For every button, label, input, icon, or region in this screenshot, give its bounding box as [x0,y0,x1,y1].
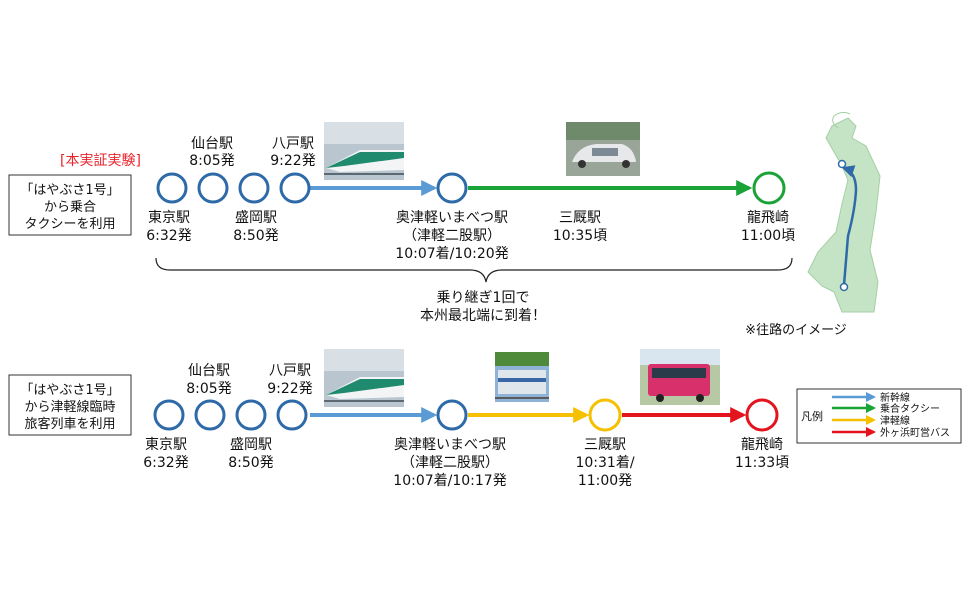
route2-tokyo-time: 6:32発 [143,455,188,471]
route1-box-line1: 「はやぶさ1号」 [20,183,119,198]
route1-box-line3: タクシーを利用 [24,217,115,232]
route1-station-tokyo [156,172,188,204]
map-route-line [841,165,858,286]
shinkansen-photo-1 [324,122,404,180]
route1-station-okutsugaru [436,172,468,204]
route2-morioka-time: 8:50発 [228,455,273,471]
route1-station-tappi [752,171,786,205]
route1-hachinohe-time: 9:22発 [270,153,315,169]
route2-hachinohe-time: 9:22発 [267,381,312,397]
route2-minmaya-time1: 10:31着/ [575,455,634,471]
route2-okutsugaru-name: 奥津軽いまべつ駅 [394,436,506,453]
route2-box [8,374,132,436]
route1-station-sendai [197,172,229,204]
route1-hachinohe-name: 八戸駅 [272,136,314,152]
route2-sendai-time: 8:05発 [186,381,231,397]
legend-title: 凡例 [801,409,823,423]
shinkansen-photo-2 [324,349,404,407]
route1-okutsugaru-time: 10:07着/10:20発 [395,246,508,262]
legend-box [796,388,962,444]
route1-morioka-name: 盛岡駅 [235,210,277,226]
route1-minmaya-name: 三厩駅 [559,210,601,226]
brace [155,257,793,283]
route1-okutsugaru-name: 奥津軽いまべつ駅 [396,209,508,226]
route2-hachinohe-name: 八戸駅 [269,363,311,379]
route2-station-tappi [745,398,779,432]
route2-station-tokyo [153,399,185,431]
map-image [800,111,896,316]
map-end-point [837,159,847,169]
route2-station-okutsugaru [436,399,468,431]
note-line2: 本州最北端に到着！ [420,308,546,324]
route2-station-sendai [194,399,226,431]
legend-item-taxi: 乗合タクシー [880,402,940,415]
title-tag: [本実証実験] [60,153,141,169]
route2-minmaya-time2: 11:00発 [578,473,632,489]
route1-station-morioka [238,172,270,204]
legend-item-shinkansen: 新幹線 [880,391,910,404]
note-line1: 乗り継ぎ1回で [437,290,530,306]
route2-tappi-name: 龍飛崎 [741,436,783,453]
route1-tokyo-name: 東京駅 [148,210,190,226]
route2-station-hachinohe [276,399,308,431]
route1-sendai-time: 8:05発 [189,153,234,169]
route2-minmaya-name: 三厩駅 [584,437,626,453]
route2-tappi-time: 11:33頃 [735,455,789,471]
legend-item-tsugaru: 津軽線 [880,414,910,427]
route1-okutsugaru-sub: （津軽二股駅） [403,228,501,244]
legend-item-bus: 外ヶ浜町営バス [880,426,950,439]
route2-okutsugaru-sub: （津軽二股駅） [401,455,499,471]
map-caption: ※往路のイメージ [745,322,847,338]
route2-box-line1: 「はやぶさ1号」 [20,383,119,398]
route1-box-line2: から乗合 [44,200,96,215]
route1-sendai-name: 仙台駅 [191,136,233,152]
route1-station-hachinohe [279,172,311,204]
route1-tappi-time: 11:00頃 [741,228,795,244]
route1-tokyo-time: 6:32発 [146,228,191,244]
route2-box-line2: から津軽線臨時 [24,399,115,415]
route2-sendai-name: 仙台駅 [188,363,230,379]
route1-morioka-time: 8:50発 [233,228,278,244]
route2-okutsugaru-time: 10:07着/10:17発 [393,473,506,489]
route2-morioka-name: 盛岡駅 [230,437,272,453]
taxi-photo [566,122,640,176]
route2-box-line3: 旅客列車を利用 [24,416,115,432]
route1-tappi-name: 龍飛崎 [747,209,789,226]
route1-minmaya-time: 10:35頃 [553,228,607,244]
route2-station-minmaya [588,398,622,432]
route2-station-morioka [235,399,267,431]
route1-box [8,174,132,236]
bus-photo [640,349,720,405]
tsugaru-train-photo [495,352,549,402]
route2-tokyo-name: 東京駅 [145,437,187,453]
map-start-point [839,282,849,292]
